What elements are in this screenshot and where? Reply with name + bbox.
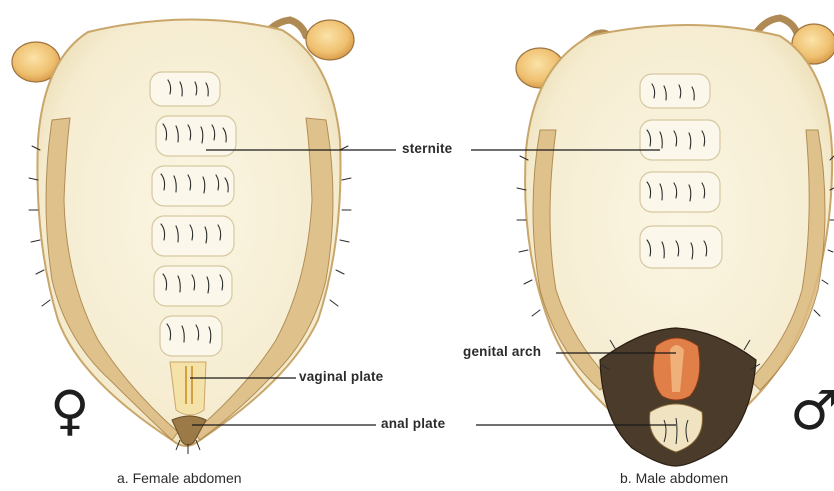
male-abdomen-drawing — [516, 18, 834, 466]
male-caption: b. Male abdomen — [620, 470, 728, 486]
mars-symbol-icon: ♂ — [790, 384, 834, 438]
venus-symbol-icon: ♀ — [50, 384, 90, 438]
anal-plate-label: anal plate — [381, 416, 445, 431]
genital-arch-label: genital arch — [463, 344, 541, 359]
vaginal-plate-label: vaginal plate — [299, 369, 383, 384]
sternite-label: sternite — [402, 141, 452, 156]
female-caption: a. Female abdomen — [117, 470, 242, 486]
female-vaginal-plate — [170, 362, 206, 415]
